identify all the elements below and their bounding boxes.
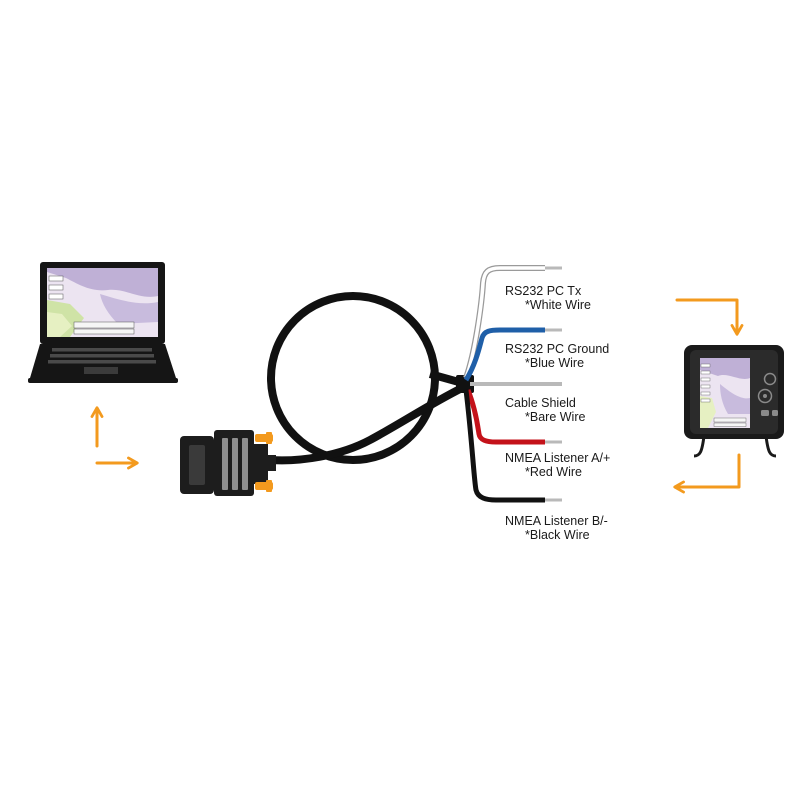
wire-red [465, 389, 562, 445]
wire-name: RS232 PC Ground [505, 342, 610, 356]
wire-label-blue: RS232 PC Ground *Blue Wire [505, 342, 609, 370]
wire-name: Cable Shield [505, 396, 576, 410]
wire-label-red: NMEA Listener A/+ *Red Wire [505, 451, 610, 479]
wire-color-note: *Blue Wire [525, 356, 585, 370]
db9-connector-icon [180, 430, 276, 496]
wire-name: NMEA Listener A/+ [505, 451, 611, 465]
cable [266, 292, 474, 465]
wire-name: RS232 PC Tx [505, 284, 582, 298]
wire-name: NMEA Listener B/- [505, 514, 608, 528]
wire-color-note: *Bare Wire [525, 410, 586, 424]
laptop-icon [28, 262, 178, 383]
wire-color-note: *White Wire [525, 298, 591, 312]
wire-color-note: *Black Wire [525, 528, 590, 542]
chartplotter-icon [684, 345, 784, 458]
wire-label-black: NMEA Listener B/- *Black Wire [505, 514, 608, 542]
wire-label-white: RS232 PC Tx *White Wire [505, 284, 591, 312]
wire-white [463, 265, 562, 380]
arrow-device-in [675, 298, 737, 333]
arrow-device-out [676, 453, 741, 487]
wire-color-note: *Red Wire [525, 465, 582, 479]
wire-blue [463, 327, 562, 382]
wire-label-bare: Cable Shield *Bare Wire [505, 396, 585, 424]
wire-black [463, 389, 562, 503]
